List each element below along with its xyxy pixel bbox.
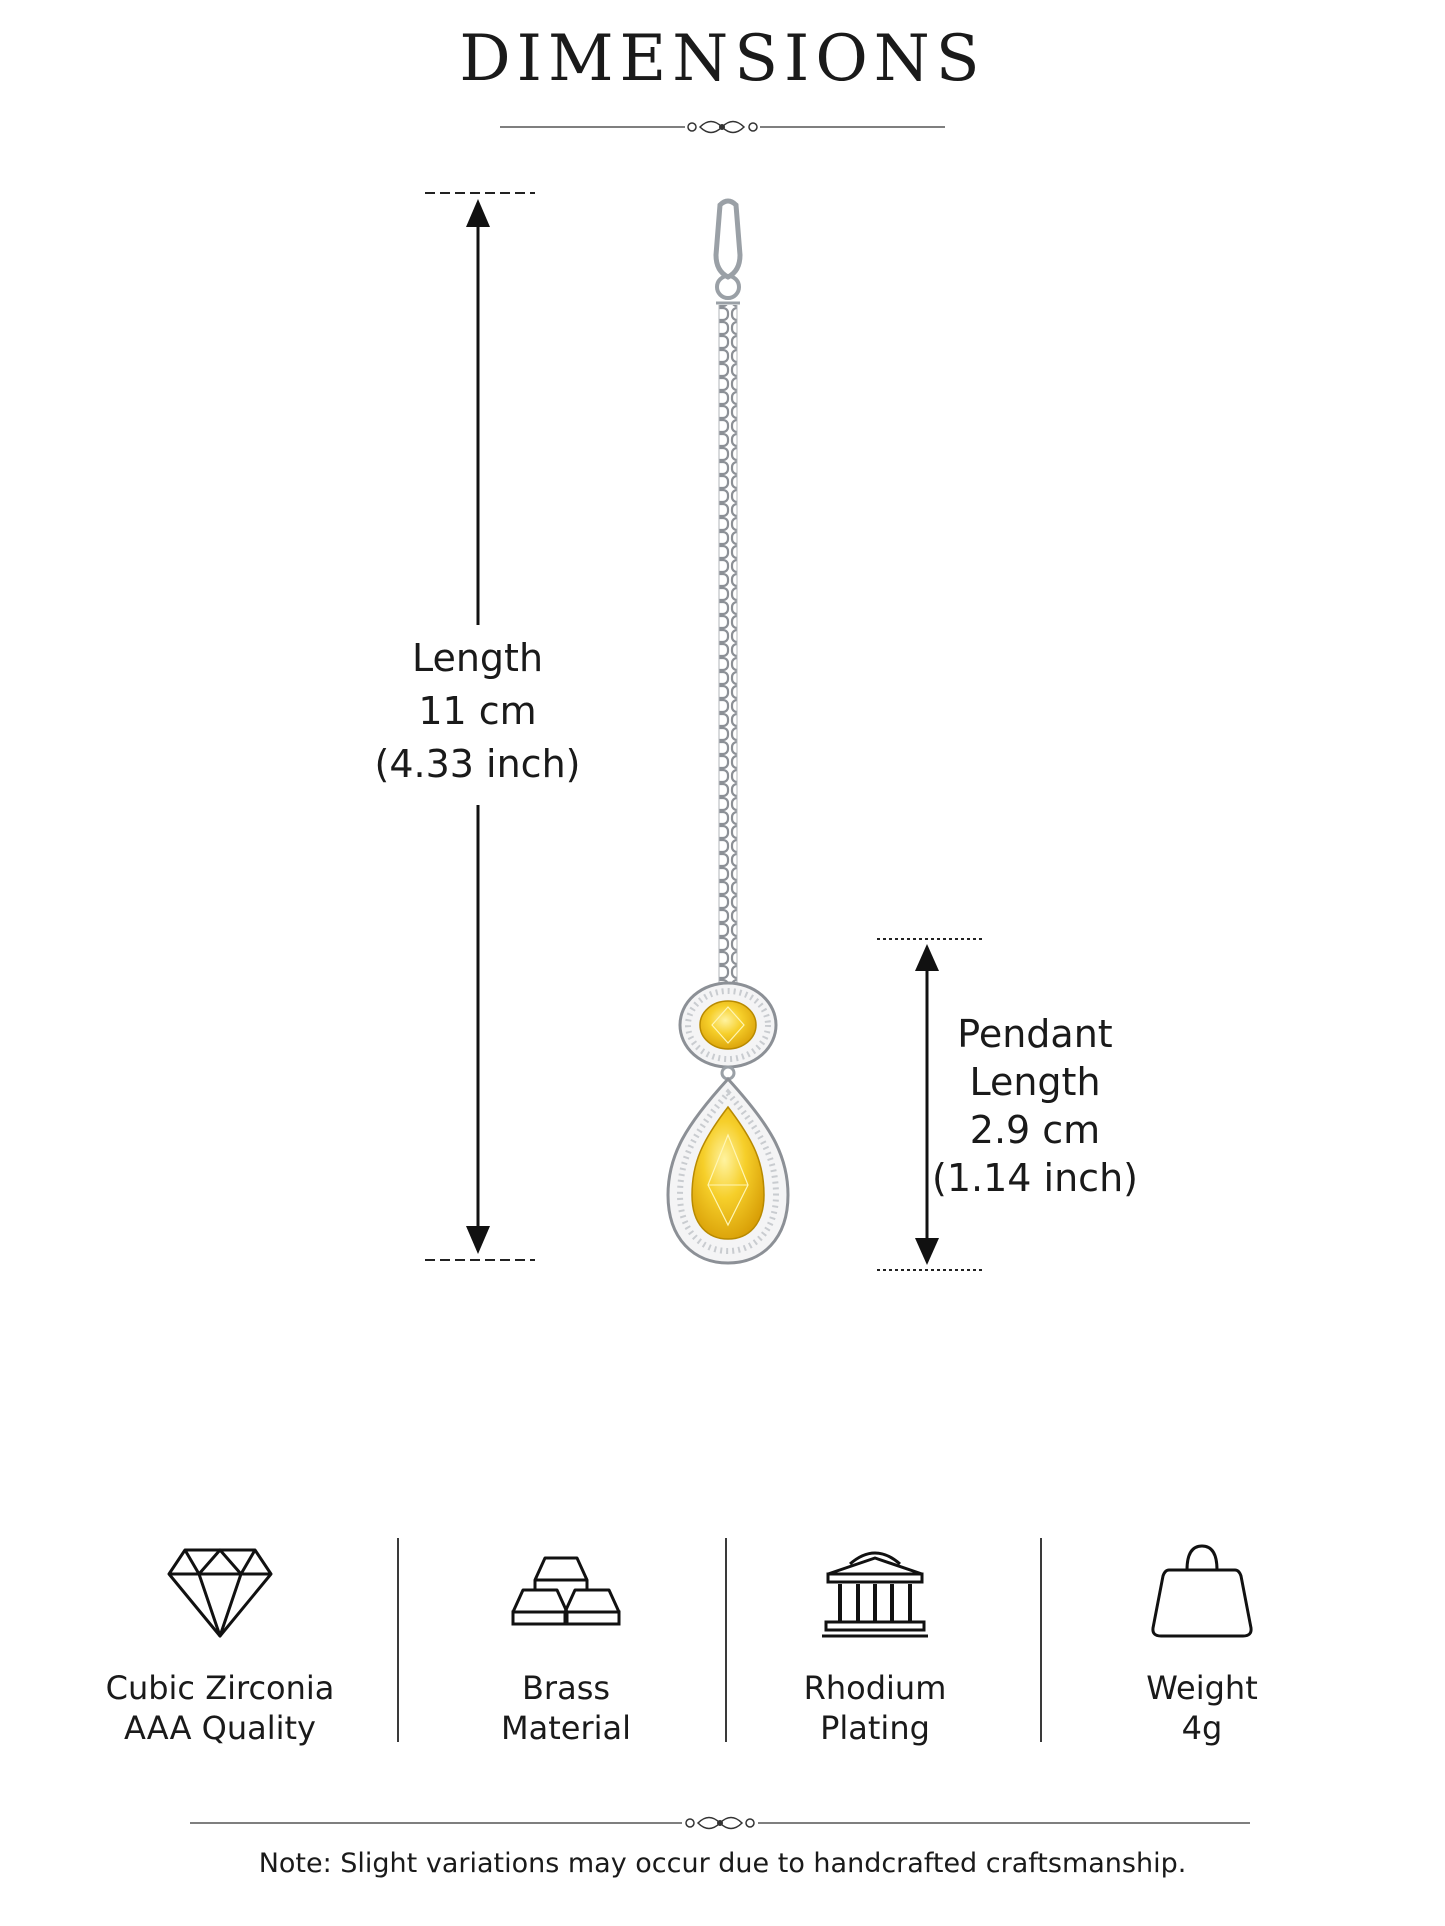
weight-bag-icon — [1151, 1544, 1253, 1638]
feature-divider — [725, 1538, 727, 1742]
feature-label-line2: 4g — [1181, 1709, 1223, 1747]
gold-bars-icon — [511, 1556, 621, 1626]
feature-divider — [1040, 1538, 1042, 1742]
pendant-metric: 2.9 cm — [969, 1108, 1101, 1152]
feature-label-line1: Weight — [1146, 1669, 1258, 1707]
feature-label-line1: Rhodium — [803, 1669, 947, 1707]
feature-label: Rhodium Plating — [715, 1668, 1035, 1748]
feature-label-line1: Brass — [521, 1669, 611, 1707]
feature-label-line1: Cubic Zirconia — [105, 1669, 335, 1707]
footer-note: Note: Slight variations may occur due to… — [258, 1848, 1187, 1879]
maang-tikka-illustration — [666, 198, 790, 1265]
bottom-ornament-divider — [190, 1816, 1250, 1830]
pendant-imperial: (1.14 inch) — [932, 1156, 1138, 1200]
length-measure-arrow — [425, 192, 535, 1261]
feature-label: Brass Material — [406, 1668, 726, 1748]
page-title: DIMENSIONS — [459, 22, 986, 96]
feature-divider — [397, 1538, 399, 1742]
length-label: Length — [411, 636, 544, 680]
feature-label: Weight 4g — [1042, 1668, 1362, 1748]
top-ornament-divider — [500, 120, 945, 134]
feature-weight: Weight 4g — [1042, 1540, 1362, 1748]
diamond-icon — [167, 1548, 273, 1638]
feature-cubic-zirconia: Cubic Zirconia AAA Quality — [60, 1540, 380, 1748]
feature-label-line2: AAA Quality — [124, 1709, 316, 1747]
temple-icon — [822, 1551, 928, 1638]
feature-rhodium: Rhodium Plating — [715, 1540, 1035, 1748]
pendant-label-line1: Pendant — [957, 1012, 1113, 1056]
feature-brass: Brass Material — [406, 1540, 726, 1748]
pendant-label-line2: Length — [969, 1060, 1101, 1104]
feature-label-line2: Material — [501, 1709, 631, 1747]
length-imperial: (4.33 inch) — [374, 742, 581, 786]
pendant-measure-arrow — [877, 938, 983, 1271]
feature-label: Cubic Zirconia AAA Quality — [60, 1668, 380, 1748]
feature-label-line2: Plating — [820, 1709, 930, 1747]
length-metric: 11 cm — [418, 689, 537, 733]
length-label-block: Length 11 cm (4.33 inch) — [360, 632, 595, 791]
pendant-label-block: Pendant Length 2.9 cm (1.14 inch) — [920, 1010, 1150, 1202]
